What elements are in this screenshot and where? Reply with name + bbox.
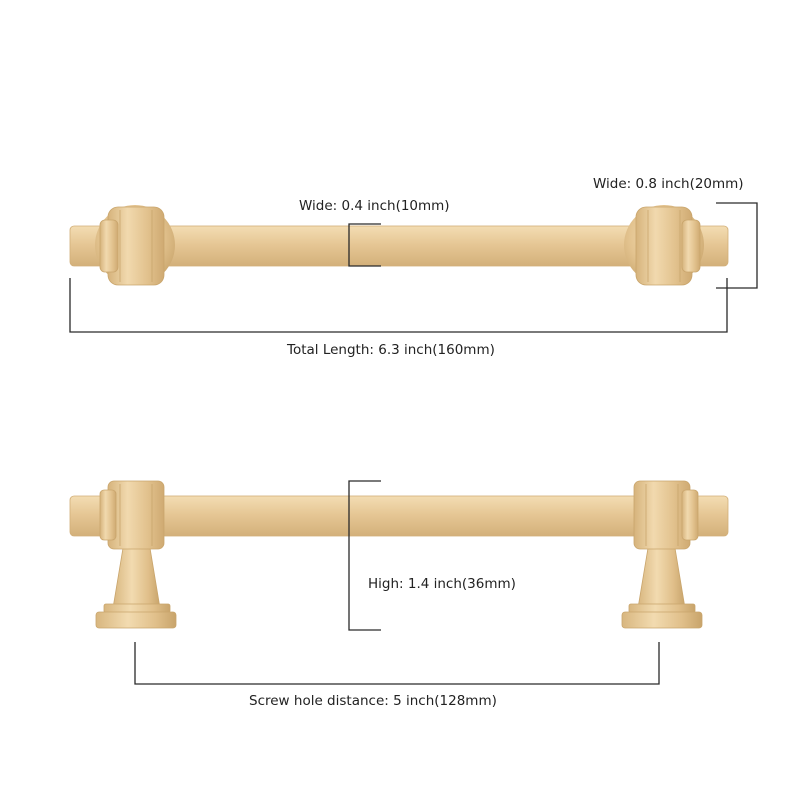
label-top-bar-width: Wide: 0.4 inch(10mm) — [299, 198, 450, 214]
side-right-post — [621, 480, 703, 629]
side-main-bar — [159, 495, 639, 537]
top-end-width-bracket — [716, 202, 758, 289]
label-screw-hole-distance: Screw hole distance: 5 inch(128mm) — [249, 693, 497, 709]
side-left-post — [95, 480, 177, 629]
total-length-line — [69, 278, 728, 333]
top-right-knob — [624, 205, 704, 286]
top-bar-width-bracket — [348, 223, 381, 267]
top-main-bar — [159, 225, 641, 267]
side-view-handle — [69, 480, 729, 629]
label-top-end-width: Wide: 0.8 inch(20mm) — [593, 176, 744, 192]
label-total-length: Total Length: 6.3 inch(160mm) — [286, 342, 495, 358]
height-bracket — [348, 480, 381, 631]
top-left-knob — [95, 205, 175, 286]
label-height: High: 1.4 inch(36mm) — [368, 576, 516, 592]
top-view-handle — [69, 205, 729, 286]
screw-hole-distance-line — [134, 642, 660, 685]
